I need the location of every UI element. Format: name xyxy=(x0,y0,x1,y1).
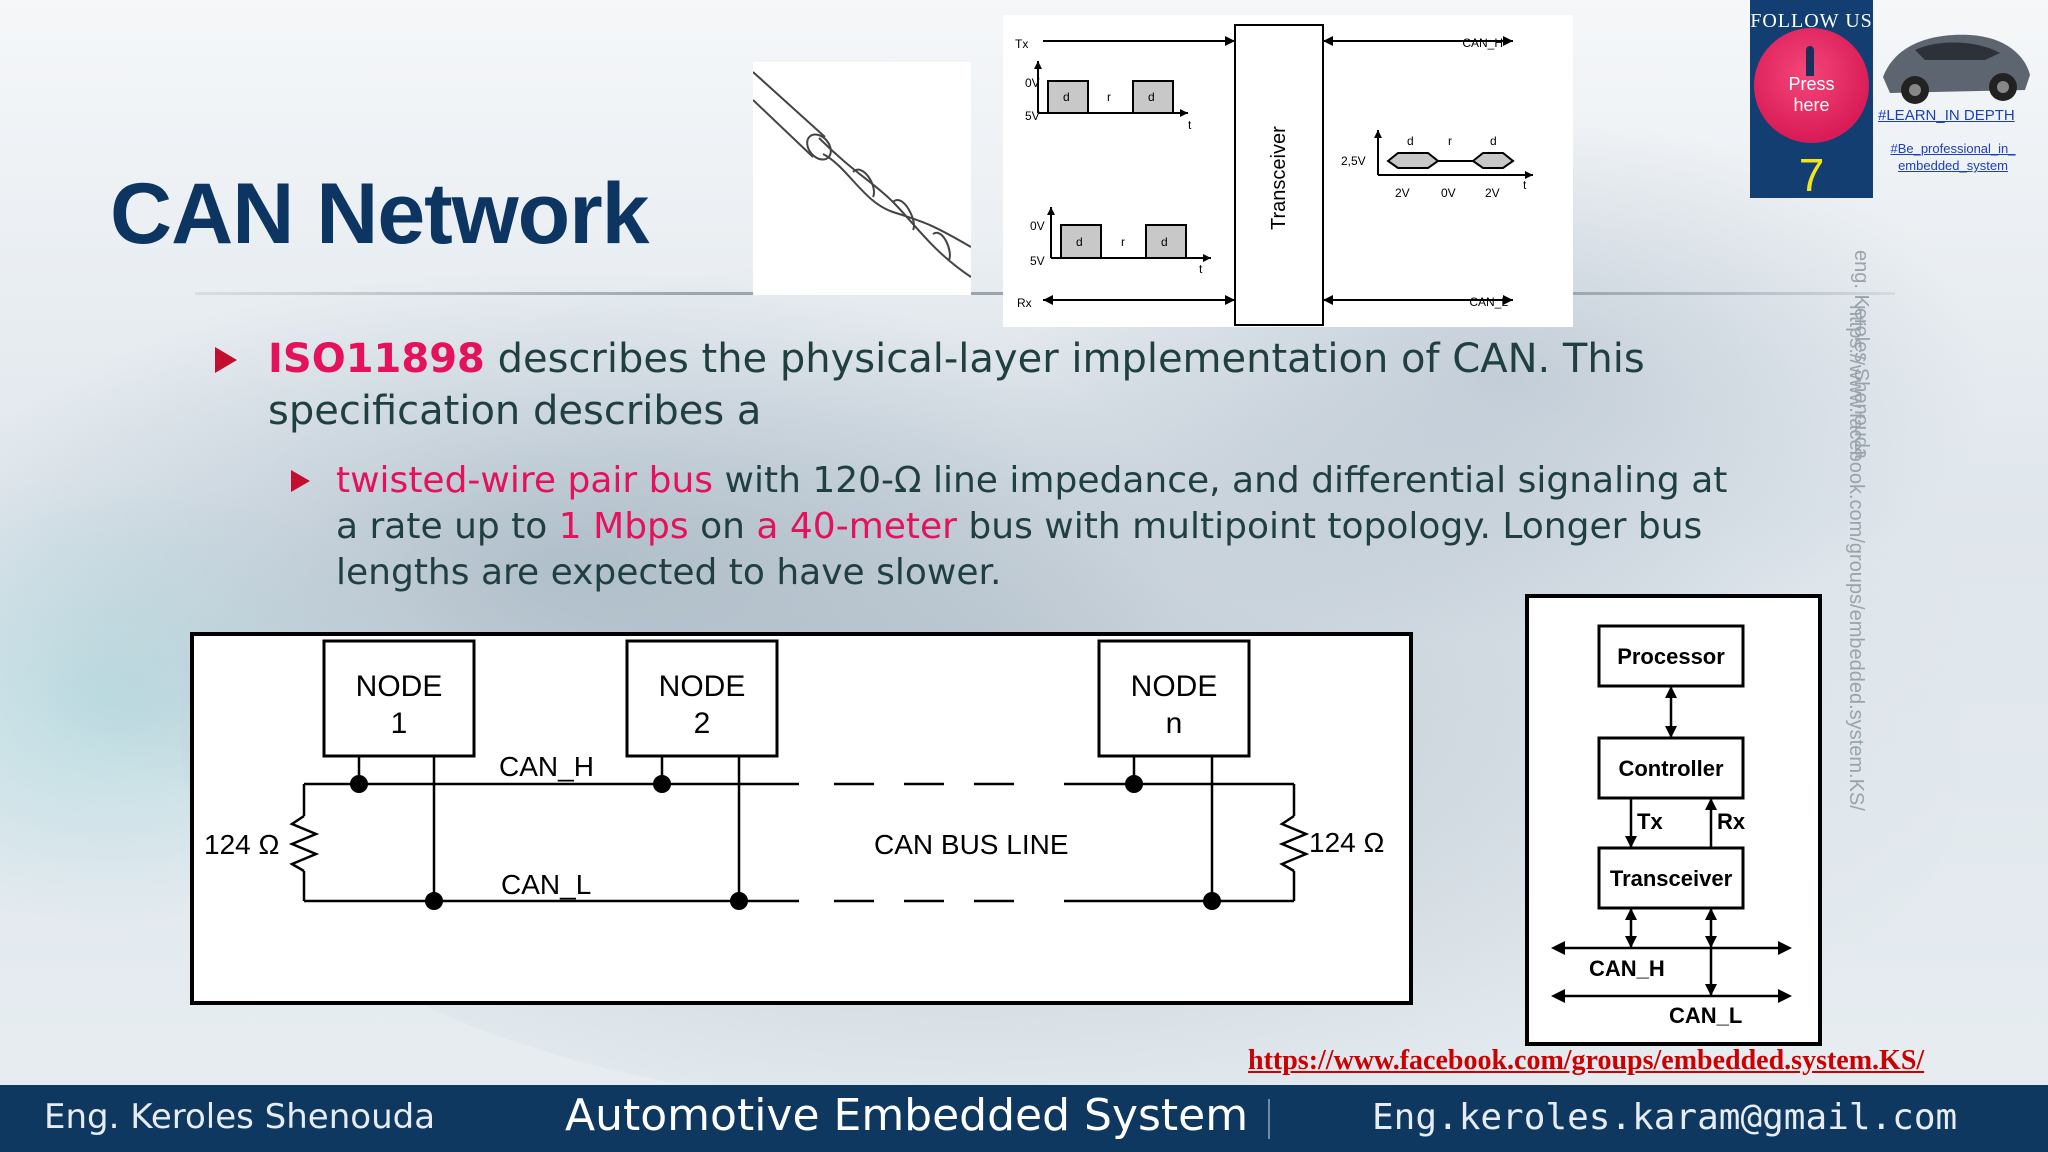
block-canh-label: CAN_H xyxy=(1589,956,1665,981)
signal-r1: r xyxy=(1107,90,1111,104)
bus-canl-label: CAN_L xyxy=(501,869,591,900)
footer-bar: Eng. Keroles Shenouda Automotive Embedde… xyxy=(0,1085,2048,1152)
twisted-pair-cable-image xyxy=(753,62,971,295)
signal-0v-top: 0V xyxy=(1025,76,1040,90)
signal-d3: d xyxy=(1076,235,1083,249)
facebook-group-link[interactable]: https://www.facebook.com/groups/embedded… xyxy=(1248,1045,1925,1076)
pointing-hand-icon xyxy=(1806,46,1814,76)
hl-40-meter: a 40-meter xyxy=(756,506,957,547)
node-1-label: NODE xyxy=(356,670,443,703)
signal-d6: d xyxy=(1490,134,1497,148)
signal-0v-b: 0V xyxy=(1441,186,1456,200)
bullet-arrow-icon xyxy=(215,347,237,373)
node-1-number: 1 xyxy=(391,707,408,740)
node-n-label: NODE xyxy=(1131,670,1218,703)
footer-course-title: Automotive Embedded System xyxy=(565,1090,1249,1141)
node-2-label: NODE xyxy=(659,670,746,703)
hl-1mbps: 1 Mbps xyxy=(558,506,689,547)
sub-bullet-arrow-icon xyxy=(291,470,310,492)
footer-divider xyxy=(1268,1099,1270,1139)
footer-email: Eng.keroles.karam@gmail.com xyxy=(1372,1097,1958,1138)
signal-t3: t xyxy=(1523,178,1527,192)
slide-title: CAN Network xyxy=(110,166,650,262)
footer-author: Eng. Keroles Shenouda xyxy=(44,1097,436,1137)
sub-bullet-text-3: bus with multipoint topology. Longer bus… xyxy=(336,506,1703,593)
signal-d4: d xyxy=(1161,235,1168,249)
transceiver-signal-diagram: Tx Rx CAN_H CAN_L 0V 5V d r d t 0V 5V d … xyxy=(1003,15,1573,327)
signal-d5: d xyxy=(1407,134,1414,148)
node-n-box xyxy=(1097,639,1251,758)
sub-bullet-text-2: on xyxy=(688,506,757,547)
signal-t1: t xyxy=(1188,118,1192,132)
can-node-block-diagram: Processor Controller Transceiver Tx Rx C… xyxy=(1525,594,1822,1046)
signal-r3: r xyxy=(1448,134,1452,148)
bus-line-label: CAN BUS LINE xyxy=(874,829,1069,860)
here-label: here xyxy=(1793,95,1830,115)
signal-2v-b: 2V xyxy=(1485,186,1500,200)
can-bus-diagram: NODE 1 NODE 2 NODE n CAN_H CAN_L CAN BUS… xyxy=(190,632,1413,1005)
signal-d1: d xyxy=(1063,90,1070,104)
block-tx-label: Tx xyxy=(1637,809,1663,834)
press-label: Press xyxy=(1788,74,1835,94)
block-transceiver-label: Transceiver xyxy=(1610,866,1733,891)
node-n-number: n xyxy=(1166,707,1183,740)
resistor-left-label: 124 Ω xyxy=(204,829,279,860)
signal-t2: t xyxy=(1199,262,1203,276)
resistor-right-label: 124 Ω xyxy=(1309,827,1384,858)
vertical-url-watermark: https://www.facebook.com/groups/embedded… xyxy=(1845,305,1867,811)
signal-5v-top: 5V xyxy=(1025,109,1040,123)
signal-canl-label: CAN_L xyxy=(1469,295,1508,309)
signal-0v-bottom: 0V xyxy=(1030,219,1045,233)
signal-canh-label: CAN_H xyxy=(1462,36,1503,50)
be-professional-tag[interactable]: #Be_professional_in_ embedded_system xyxy=(1890,141,2016,173)
block-rx-label: Rx xyxy=(1717,809,1746,834)
learn-in-depth-tag[interactable]: #LEARN_IN DEPTH xyxy=(1878,107,2015,124)
signal-d2: d xyxy=(1148,90,1155,104)
signal-rx-label: Rx xyxy=(1017,296,1032,310)
bus-canh-label: CAN_H xyxy=(499,751,594,782)
block-canl-label: CAN_L xyxy=(1669,1003,1742,1028)
signal-5v-bottom: 5V xyxy=(1030,254,1045,268)
follow-us-label: FOLLOW US xyxy=(1750,10,1873,32)
block-controller-label: Controller xyxy=(1618,756,1724,781)
block-processor-label: Processor xyxy=(1617,644,1725,669)
node-1-box xyxy=(322,639,476,758)
signal-r2: r xyxy=(1121,235,1125,249)
bullet-iso-keyword: ISO11898 xyxy=(268,336,485,382)
node-2-box xyxy=(625,639,779,758)
sub-bullet-text-1: with 120-Ω line impedance, and different… xyxy=(336,460,1728,547)
bullet-iso-text: describes the physical-layer implementat… xyxy=(268,336,1645,434)
signal-transceiver-label: Transceiver xyxy=(1268,126,1290,230)
signal-tx-label: Tx xyxy=(1015,37,1028,51)
hl-twisted-wire: twisted-wire pair bus xyxy=(336,460,714,501)
car-thumbnail-image xyxy=(1883,34,2030,104)
follow-us-number: 7 xyxy=(1798,149,1825,201)
signal-2v-a: 2V xyxy=(1395,186,1410,200)
signal-25v: 2,5V xyxy=(1341,154,1366,168)
bullet-iso11898: ISO11898 describes the physical-layer im… xyxy=(268,333,1708,437)
sub-bullet-twisted-pair: twisted-wire pair bus with 120-Ω line im… xyxy=(336,458,1756,596)
node-2-number: 2 xyxy=(694,707,711,740)
